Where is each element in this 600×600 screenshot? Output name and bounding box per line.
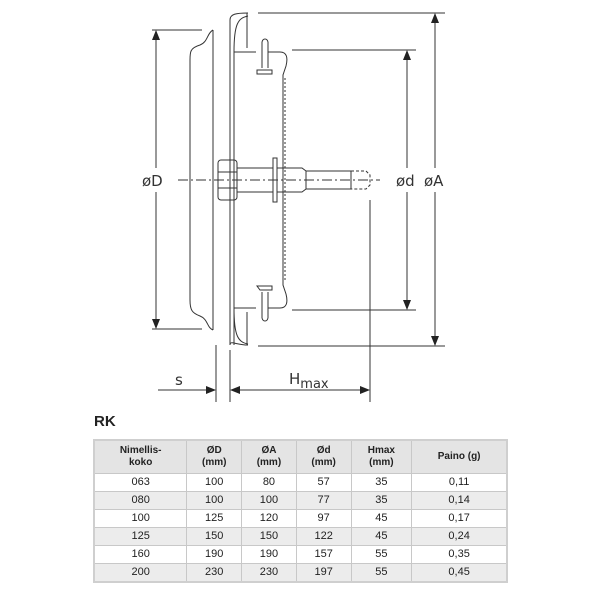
- header-line: ØD: [206, 445, 222, 456]
- table-title: RK: [94, 413, 116, 430]
- table-cell: 97: [295, 509, 352, 528]
- table-cell: 100: [186, 473, 243, 492]
- table-cell: 080: [93, 491, 188, 510]
- header-D: ØD(mm): [186, 439, 243, 474]
- header-weight: Paino (g): [411, 439, 508, 474]
- table-cell: 0,17: [411, 509, 508, 528]
- table-cell: 150: [186, 527, 243, 546]
- table-cell: 0,35: [411, 545, 508, 564]
- header-line: (mm): [369, 457, 394, 468]
- table-cell: 0,24: [411, 527, 508, 546]
- header-line: Hmax: [367, 445, 395, 456]
- table-cell: 197: [295, 563, 352, 583]
- table-cell: 160: [93, 545, 188, 564]
- table-cell: 100: [241, 491, 297, 510]
- table-header-row: Nimellis-koko ØD(mm) ØA(mm) Ød(mm) Hmax(…: [93, 439, 508, 474]
- header-d: Ød(mm): [295, 439, 352, 474]
- table-cell: 200: [93, 563, 188, 583]
- label-h-sub: max: [300, 377, 329, 392]
- dimensions-table: Nimellis-koko ØD(mm) ØA(mm) Ød(mm) Hmax(…: [93, 439, 508, 583]
- header-line: (mm): [311, 457, 336, 468]
- table-cell: 157: [295, 545, 352, 564]
- label-D: øD: [142, 172, 163, 190]
- header-line: koko: [129, 457, 153, 468]
- table-cell: 0,14: [411, 491, 508, 510]
- table-cell: 0,11: [411, 473, 508, 492]
- table-cell: 063: [93, 473, 188, 492]
- table-cell: 125: [93, 527, 188, 546]
- table-cell: 190: [241, 545, 297, 564]
- label-hmax: Hmax: [289, 370, 329, 392]
- table-cell: 35: [350, 473, 413, 492]
- table-cell: 45: [350, 527, 413, 546]
- label-d: ød: [396, 172, 415, 190]
- rivet-bottom: [256, 285, 273, 322]
- table-cell: 35: [350, 491, 413, 510]
- header-line: (mm): [201, 457, 227, 468]
- header-line: (mm): [256, 457, 282, 468]
- header-hmax: Hmax(mm): [350, 439, 413, 474]
- dial-cover: [189, 29, 214, 331]
- table-cell: 57: [295, 473, 352, 492]
- table-cell: 120: [241, 509, 297, 528]
- header-line: Ød: [316, 445, 331, 456]
- case: [229, 12, 256, 346]
- technical-drawing: øD ød øA s Hmax: [142, 12, 445, 402]
- table-cell: 122: [295, 527, 352, 546]
- table-cell: 100: [93, 509, 188, 528]
- table-cell: 80: [241, 473, 297, 492]
- label-h: H: [289, 370, 300, 388]
- header-A: ØA(mm): [241, 439, 297, 474]
- header-line: ØA: [261, 445, 277, 456]
- table-cell: 125: [186, 509, 243, 528]
- rivet-top: [256, 38, 273, 75]
- table-cell: 77: [295, 491, 352, 510]
- header-line: Nimellis-: [119, 445, 162, 456]
- header-line: Paino (g): [437, 451, 481, 462]
- header-size: Nimellis-koko: [93, 439, 188, 474]
- table-cell: 190: [186, 545, 243, 564]
- label-A: øA: [424, 172, 444, 190]
- table-cell: 150: [241, 527, 297, 546]
- table-cell: 100: [186, 491, 243, 510]
- table-cell: 55: [350, 563, 413, 583]
- table-cell: 0,45: [411, 563, 508, 583]
- table-cell: 55: [350, 545, 413, 564]
- table-cell: 230: [186, 563, 243, 583]
- label-s: s: [175, 371, 183, 389]
- table-cell: 230: [241, 563, 297, 583]
- table-cell: 45: [350, 509, 413, 528]
